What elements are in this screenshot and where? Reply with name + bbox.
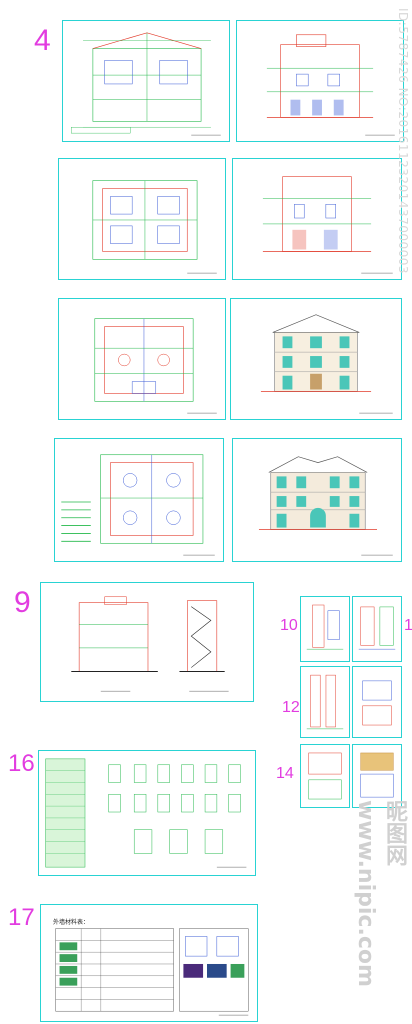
section-label-9: 9 xyxy=(14,586,31,619)
watermark-id-text: ID:5787426 NO:20161123201437000003 xyxy=(396,8,410,275)
section-label-12: 12 xyxy=(282,699,300,716)
section-sheet-9[interactable] xyxy=(40,582,254,702)
sheet-17-title: 外墙材料表： xyxy=(53,920,90,926)
elevation-drawing xyxy=(266,34,395,136)
section-label-14: 14 xyxy=(276,765,294,782)
detail-sheet-15[interactable] xyxy=(352,744,402,808)
section-label-1: 1 xyxy=(404,617,412,634)
floor-plan-sheet-4[interactable] xyxy=(54,438,224,562)
elevation-sheet-2[interactable] xyxy=(232,158,402,280)
exterior-material-sheet-17[interactable]: 外墙材料表： xyxy=(40,904,258,1022)
elevation-sheet-1[interactable] xyxy=(236,20,404,142)
detail-sheet-14[interactable] xyxy=(300,744,350,808)
section-label-4: 4 xyxy=(34,24,51,57)
floor-plan-sheet-2[interactable] xyxy=(58,158,226,280)
section-label-10: 10 xyxy=(280,617,298,634)
watermark-logo-text: 昵图网 www.nipic.com xyxy=(353,800,407,987)
floor-plan-drawing xyxy=(71,32,221,136)
detail-sheet-13[interactable] xyxy=(352,666,402,738)
detail-sheet-11[interactable] xyxy=(352,596,402,662)
rear-elevation-sheet-4[interactable] xyxy=(232,438,402,562)
front-elevation-sheet-3[interactable] xyxy=(230,298,402,420)
floor-plan-sheet-3[interactable] xyxy=(58,298,226,420)
detail-sheet-10[interactable] xyxy=(300,596,350,662)
floor-plan-sheet-1[interactable] xyxy=(62,20,230,142)
section-label-16: 16 xyxy=(8,750,35,777)
window-schedule-sheet-16[interactable] xyxy=(38,750,256,876)
detail-sheet-12[interactable] xyxy=(300,666,350,738)
section-label-17: 17 xyxy=(8,904,35,931)
